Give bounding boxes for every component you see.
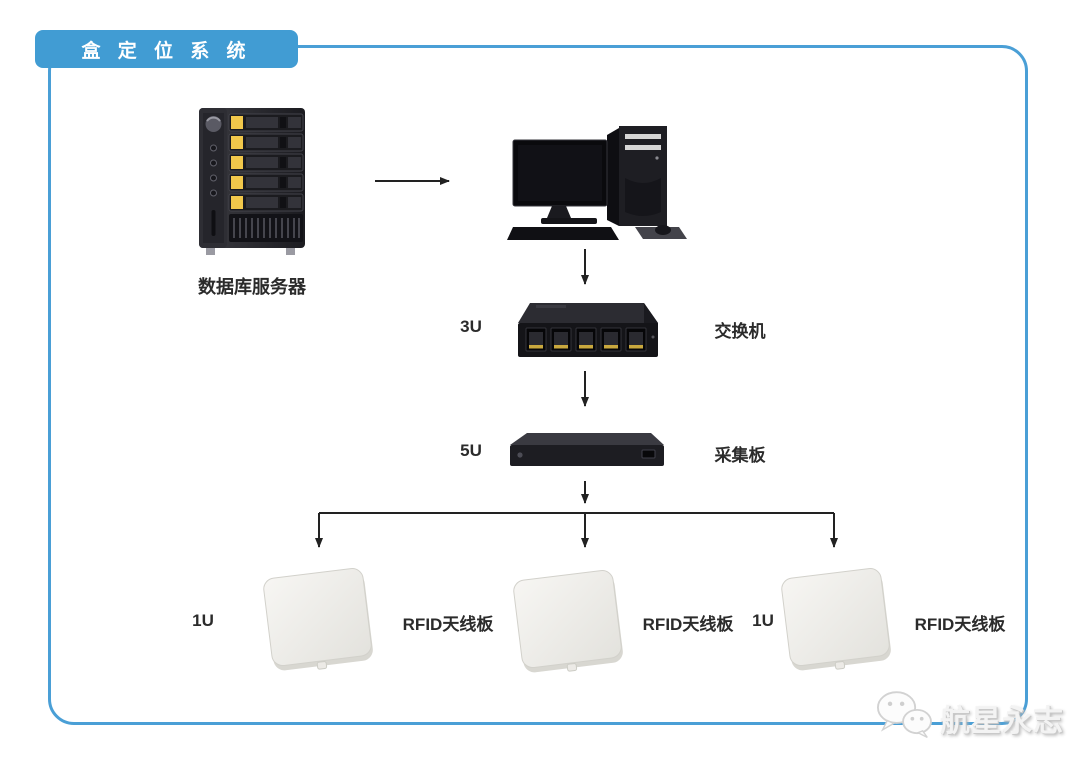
switch-size-label: 3U <box>460 317 482 336</box>
rfid-label-2: RFID天线板 <box>642 615 734 634</box>
page-title: 盒 定 位 系 统 <box>81 40 252 62</box>
database-server-icon <box>196 106 310 258</box>
rfid-label-3: RFID天线板 <box>914 615 1006 634</box>
network-switch-icon <box>512 297 662 365</box>
rfid-size-label-3: 1U <box>752 611 774 630</box>
rfid-antenna-icon <box>506 566 630 681</box>
rfid-antenna-icon <box>774 564 898 679</box>
rfid-antenna-icon <box>256 564 380 679</box>
switch-label: 交换机 <box>714 322 766 341</box>
rfid-label-1: RFID天线板 <box>402 615 494 634</box>
desktop-computer-icon <box>505 118 691 244</box>
collector-label: 采集板 <box>714 446 766 465</box>
collector-board-icon <box>503 428 671 472</box>
watermark-text: 航星永志 <box>940 704 1064 738</box>
server-label: 数据库服务器 <box>198 277 306 297</box>
rfid-size-label-1: 1U <box>192 611 214 630</box>
title-banner: 盒 定 位 系 统 <box>35 30 298 68</box>
wechat-bubbles-icon <box>874 688 934 747</box>
collector-size-label: 5U <box>460 441 482 460</box>
watermark: 航星永志 <box>874 688 1064 747</box>
